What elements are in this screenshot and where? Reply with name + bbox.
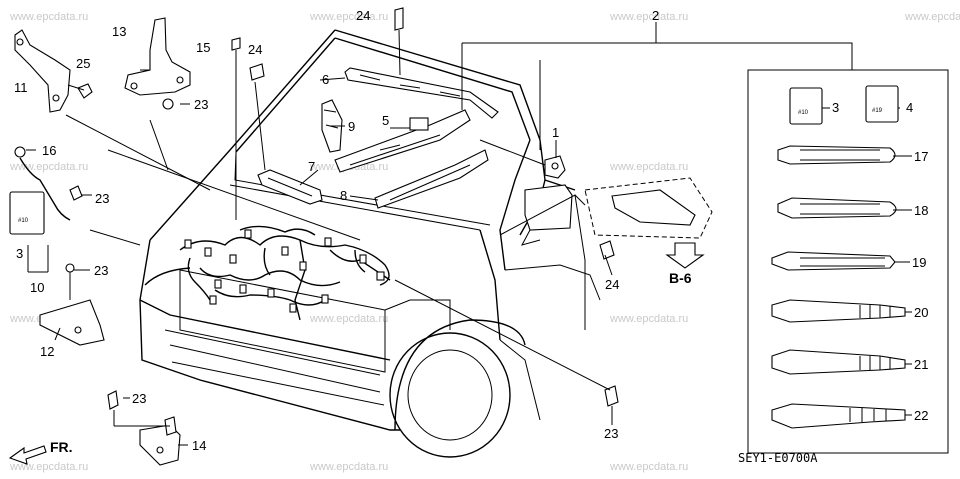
engine-wire-harness bbox=[179, 225, 391, 321]
part-label-25: 25 bbox=[76, 56, 90, 71]
part-label-23e: 23 bbox=[604, 426, 618, 441]
watermark: www.epcdata.ru bbox=[9, 461, 88, 473]
watermark: www.epcdata.ru bbox=[609, 313, 688, 325]
diagram-code: SEY1-E0700A bbox=[738, 451, 818, 465]
part-label-14: 14 bbox=[192, 438, 206, 453]
part-label-15: 15 bbox=[196, 40, 210, 55]
part-label-23b: 23 bbox=[95, 191, 109, 206]
part-label-23a: 23 bbox=[194, 97, 208, 112]
part-label-9: 9 bbox=[348, 119, 355, 134]
part-label-3: 3 bbox=[832, 100, 839, 115]
front-direction-arrow: FR. bbox=[8, 439, 73, 465]
watermark: www.epcdata.ru bbox=[309, 461, 388, 473]
part-number-labels: 1 2 3 4 5 6 7 8 9 3 10 11 12 13 14 15 16… bbox=[14, 8, 928, 453]
watermark: www.epcdata.ru bbox=[309, 313, 388, 325]
part-label-13: 13 bbox=[112, 24, 126, 39]
part-label-22: 22 bbox=[914, 408, 928, 423]
part-label-19: 19 bbox=[912, 255, 926, 270]
part-label-5: 5 bbox=[382, 113, 389, 128]
left-side-parts: #10 bbox=[9, 7, 404, 466]
part-label-12: 12 bbox=[40, 344, 54, 359]
watermark: www.epcdata.ru bbox=[609, 11, 688, 23]
watermark: www.epcdata.ru bbox=[609, 461, 688, 473]
part-label-4: 4 bbox=[906, 100, 913, 115]
watermark: www.epcdata.ru bbox=[309, 11, 388, 23]
connector-mark-4: #19 bbox=[872, 108, 883, 114]
watermark: www.epcdata.ru bbox=[609, 161, 688, 173]
part-label-23c: 23 bbox=[94, 263, 108, 278]
connector-mark-3: #10 bbox=[798, 110, 809, 116]
part-label-3b: 3 bbox=[16, 246, 23, 261]
watermark: www.epcdata.ru bbox=[904, 11, 960, 23]
front-arrow-label: FR. bbox=[50, 439, 73, 455]
part-label-21: 21 bbox=[914, 357, 928, 372]
connector-mark-10: #10 bbox=[18, 218, 29, 224]
part-label-24c: 24 bbox=[605, 277, 619, 292]
part-label-16: 16 bbox=[42, 143, 56, 158]
part-label-23d: 23 bbox=[132, 391, 146, 406]
hood-parts bbox=[257, 67, 566, 209]
part-label-8: 8 bbox=[340, 188, 347, 203]
part-label-6: 6 bbox=[322, 72, 329, 87]
part-label-7: 7 bbox=[308, 159, 315, 174]
part-label-10: 10 bbox=[30, 280, 44, 295]
part-label-1: 1 bbox=[552, 125, 559, 140]
part-label-24b: 24 bbox=[248, 42, 262, 57]
part-label-11: 11 bbox=[14, 80, 28, 95]
leader-lines bbox=[26, 22, 912, 446]
part-label-2: 2 bbox=[652, 8, 659, 23]
watermark: www.epcdata.ru bbox=[9, 11, 88, 23]
vehicle-body bbox=[139, 29, 601, 458]
ref-label-b6: B-6 bbox=[669, 270, 692, 286]
b6-reference-box: B-6 bbox=[584, 177, 713, 407]
part-label-24a: 24 bbox=[356, 8, 370, 23]
part-label-20: 20 bbox=[914, 305, 928, 320]
part-label-17: 17 bbox=[914, 149, 928, 164]
clip-group: #10 #19 bbox=[462, 42, 949, 454]
watermark: www.epcdata.ru bbox=[9, 161, 88, 173]
part-label-18: 18 bbox=[914, 203, 928, 218]
